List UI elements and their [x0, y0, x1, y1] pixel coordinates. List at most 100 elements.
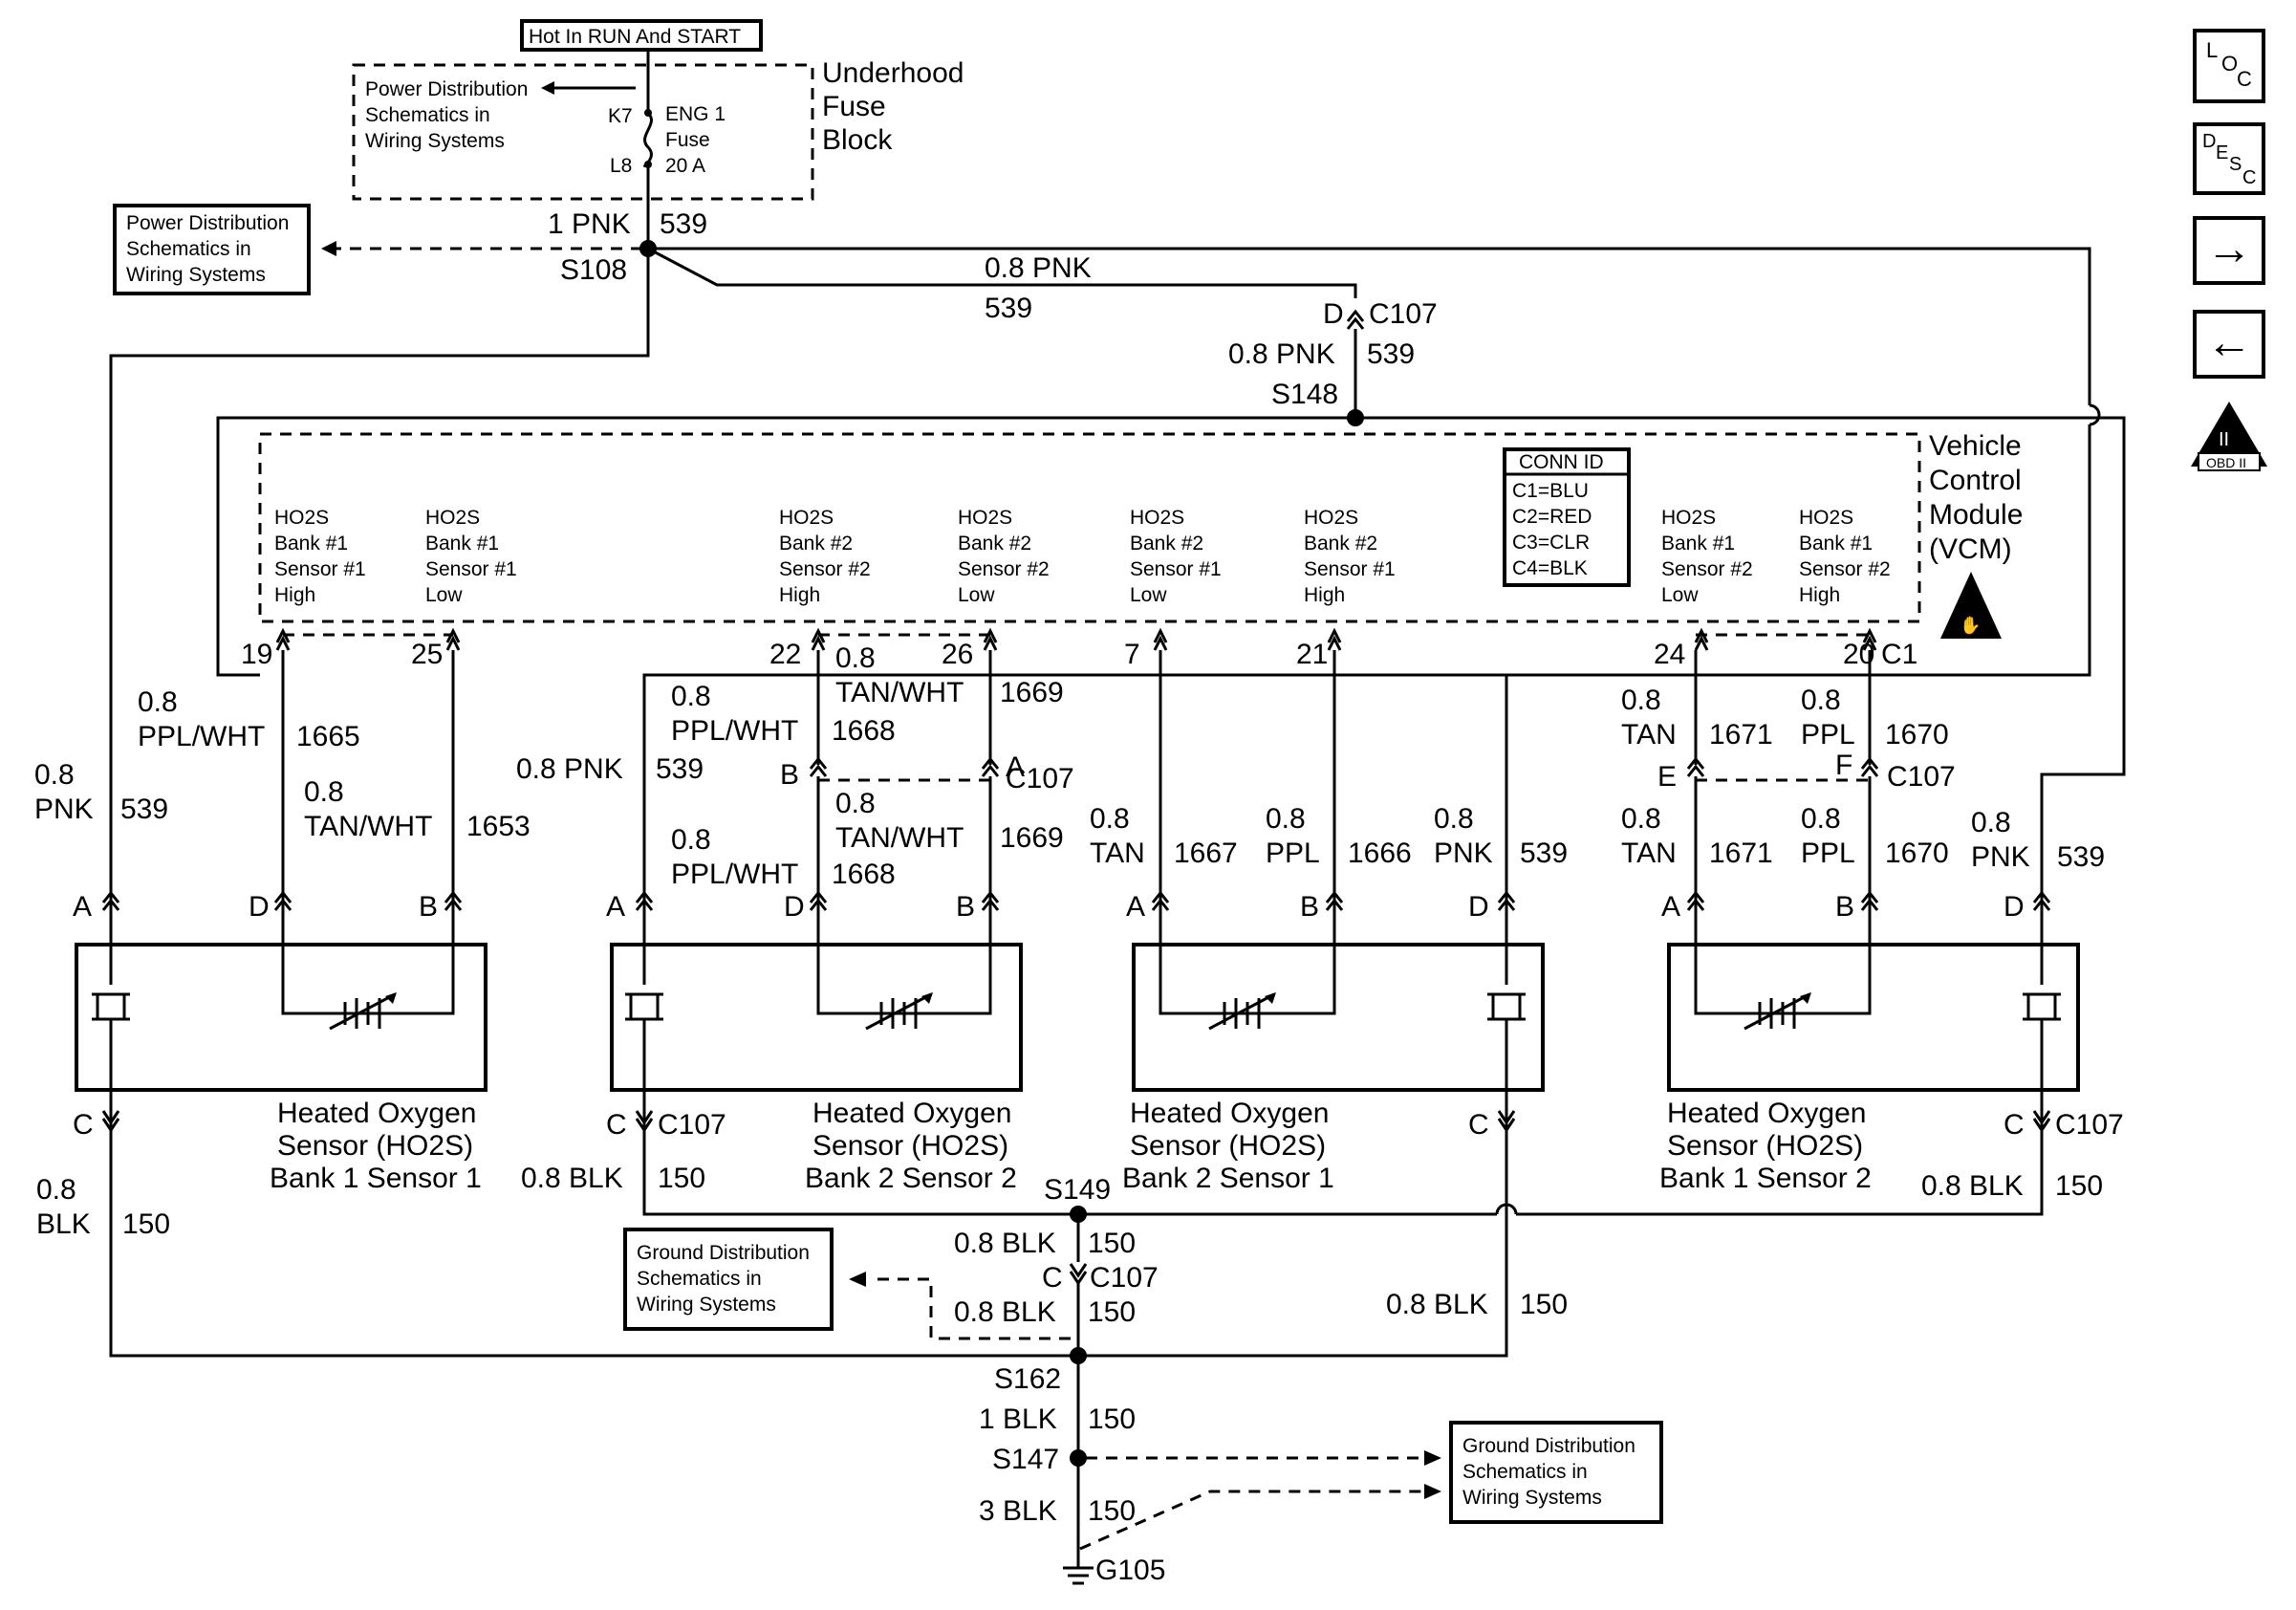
sensor-0-name-1: Sensor (HO2S): [277, 1130, 473, 1162]
wire-label-w7-1: PPL/WHT: [671, 859, 798, 890]
wire-label-w7-2: 1668: [832, 859, 896, 890]
vcm-pin-2-line-1: Bank #2: [779, 533, 853, 555]
vcm-pin-0-line-2: Sensor #1: [274, 558, 366, 580]
s162-label: S162: [994, 1363, 1061, 1395]
wire-label-w1-2: 539: [120, 794, 168, 825]
vcm-title-2: Control: [1929, 465, 2022, 496]
loc-button[interactable]: L O C: [2193, 29, 2265, 103]
ground-s3-wire: 0.8 BLK: [1386, 1289, 1488, 1320]
vcm-pin-6-line-0: HO2S: [1661, 507, 1716, 529]
conn-id-c2: C2=RED: [1512, 506, 1592, 528]
vcm-pin-6-line-2: Sensor #2: [1661, 558, 1753, 580]
gd-ref2-line3: Wiring Systems: [1462, 1487, 1602, 1509]
vcm-pin-number-3: 26: [942, 639, 973, 670]
vcm-pin-5-line-0: HO2S: [1304, 507, 1358, 529]
wire-label-w11-2: 539: [1520, 838, 1568, 869]
sensor-2-pin-0: A: [1126, 891, 1145, 923]
wire-label-w14-1: TAN: [1621, 838, 1677, 869]
wire-label-w6-2: 1669: [1000, 677, 1064, 708]
vcm-pin-5-line-1: Bank #2: [1304, 533, 1377, 555]
sensor-3-pin-2: D: [2004, 891, 2025, 923]
obd-ii-button[interactable]: II OBD II: [2191, 402, 2267, 471]
gd-ref2-line2: Schematics in: [1462, 1461, 1588, 1483]
pd-ref-arrow: [541, 81, 554, 95]
sensor-0-pin-0: D: [249, 891, 270, 923]
sensor-0-pin-2: A: [73, 891, 92, 923]
c107-mid-right: C107: [1887, 761, 1956, 793]
conn-id-c1: C1=BLU: [1512, 480, 1589, 502]
vcm-pin-3-line-1: Bank #2: [958, 533, 1031, 555]
vcm-outline: [258, 432, 1921, 623]
wire-label-w15-1: PPL: [1801, 838, 1855, 869]
wire-label-w16-1: PNK: [1971, 841, 2030, 873]
s148-539: 539: [1367, 338, 1415, 370]
ground-c107-wire: 0.8 BLK: [954, 1296, 1056, 1328]
ground-s149-circuit: 150: [1088, 1228, 1136, 1259]
ground-s147-wire: 3 BLK: [979, 1495, 1057, 1527]
ground-s2-circuit: 150: [658, 1163, 705, 1194]
ho2s-sensor-box-3: [1667, 943, 2080, 1092]
vcm-pin-2-line-2: Sensor #2: [779, 558, 871, 580]
c107-pin-d-top: D: [1323, 298, 1344, 330]
sensor-0-pin-1: B: [419, 891, 438, 923]
vcm-pin-1-line-1: Bank #1: [425, 533, 499, 555]
wire-label-w10-2: 1666: [1348, 838, 1412, 869]
ground-g105-icon: [1063, 1566, 1094, 1585]
wire-label-w2-0: 0.8: [138, 686, 178, 718]
wire-label-w3-0: 0.8: [304, 776, 344, 808]
conn-id-c4: C4=BLK: [1512, 557, 1588, 579]
hot-in-run-start-label: Hot In RUN And START: [529, 26, 741, 48]
sensor-1-c107: C107: [658, 1109, 726, 1141]
gd-ref1-line1: Ground Distribution: [637, 1242, 810, 1264]
wire-label-w6-0: 0.8: [835, 642, 876, 674]
hot-in-run-start-box: [520, 19, 763, 52]
wire-label-w13-1: PPL: [1801, 719, 1855, 751]
wire-1pnk: 1 PNK: [548, 208, 631, 240]
c107-pin-b-mid: B: [780, 759, 799, 791]
pd-ref-left-box[interactable]: [113, 204, 311, 295]
wire-label-w12-0: 0.8: [1621, 685, 1661, 716]
sensor-1-pin-2: A: [606, 891, 625, 923]
sensor-0-name-2: Bank 1 Sensor 1: [270, 1163, 482, 1194]
desc-d: D: [2202, 131, 2216, 152]
fuse-block-title-2: Fuse: [822, 91, 886, 122]
c107-mid-left: C107: [1006, 763, 1074, 794]
gd-ref-box-2[interactable]: [1449, 1421, 1663, 1524]
c107-pin-a-mid: A: [1006, 751, 1025, 783]
vcm-pin-7-line-0: HO2S: [1799, 507, 1853, 529]
pd-ref-left-2: Schematics in: [126, 238, 251, 260]
next-button[interactable]: →: [2193, 216, 2265, 285]
power-section: Hot In RUN And START Power Distribution …: [109, 19, 2126, 899]
ground-s162-wire: 1 BLK: [979, 1403, 1057, 1435]
wire-label-w4-1: 539: [656, 753, 704, 785]
ground-c107-circuit: 150: [1088, 1296, 1136, 1328]
ground-s147-circuit: 150: [1088, 1495, 1136, 1527]
wire-label-w12-2: 1671: [1709, 719, 1773, 751]
wire-08pnk-top: 0.8 PNK: [985, 252, 1092, 284]
gd-ref-box-1[interactable]: [623, 1228, 834, 1331]
sensor-1-name-1: Sensor (HO2S): [812, 1130, 1008, 1162]
prev-button[interactable]: ←: [2193, 310, 2265, 379]
vcm-pin-3-line-2: Sensor #2: [958, 558, 1050, 580]
wire-label-w13-2: 1670: [1885, 719, 1949, 751]
wire-label-w15-2: 1670: [1885, 838, 1949, 869]
vcm-pin-0-line-0: HO2S: [274, 507, 329, 529]
fuse-block-title-3: Block: [822, 124, 893, 156]
wire-label-w2-2: 1665: [296, 721, 360, 752]
wire-label-w9-1: TAN: [1090, 838, 1145, 869]
ground-left-2: BLK: [36, 1208, 91, 1240]
wire-label-w11-0: 0.8: [1434, 803, 1474, 835]
vcm-pin-7-line-3: High: [1799, 584, 1840, 606]
vcm-c1-label: C1: [1881, 639, 1917, 670]
wire-label-w14-0: 0.8: [1621, 803, 1661, 835]
wire-label-w7-0: 0.8: [671, 824, 711, 856]
wire-label-w14-2: 1671: [1709, 838, 1773, 869]
gd-ref2-arrow-2: [1424, 1484, 1441, 1499]
conn-id-title: CONN ID: [1519, 451, 1604, 473]
wire-label-w2-1: PPL/WHT: [138, 721, 265, 752]
vcm-title-1: Vehicle: [1929, 430, 2022, 462]
sensor-2-name-0: Heated Oxygen: [1130, 1098, 1329, 1129]
desc-button[interactable]: D E S C: [2193, 122, 2265, 195]
